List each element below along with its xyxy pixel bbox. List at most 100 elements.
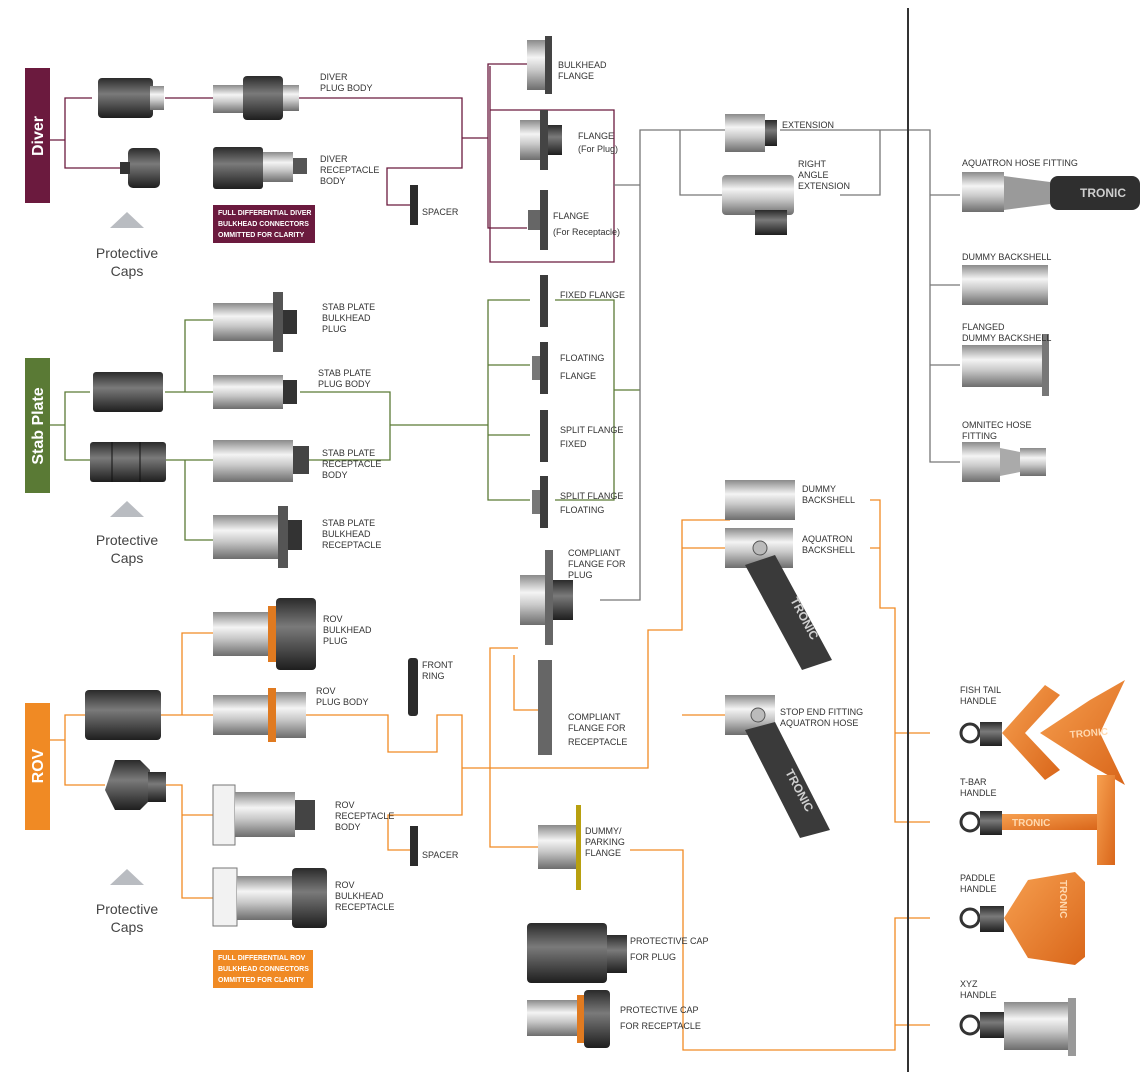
svg-text:Protective: Protective [96,532,158,548]
dummy-backshell-mid-part [725,480,795,520]
dummy-backshell-right-label: DUMMY BACKSHELL [962,252,1051,262]
spacer-label-rov: SPACER [422,850,459,860]
stab-connector-lines [50,300,640,540]
flange-plug-part [520,110,562,170]
front-ring-label: FRONTRING [422,660,453,681]
bulkhead-flange-part [527,36,552,94]
right-angle-extension-part [722,175,794,235]
stab-bulkhead-receptacle-part [213,506,302,568]
compliant-flange-receptacle-part [538,660,552,755]
dummy-parking-flange-part [538,805,581,890]
svg-text:Protective: Protective [96,901,158,917]
stab-plug-body-label: STAB PLATEPLUG BODY [318,368,371,389]
stab-bulkhead-plug-part [213,292,297,352]
diver-cap-receptacle [120,148,160,188]
protective-caps-stab: Protective Caps [96,501,158,566]
svg-text:FULL DIFFERENTIAL DIVER: FULL DIFFERENTIAL DIVER [218,210,311,217]
stab-plug-body-part [213,375,297,409]
triangle-icon [110,869,144,885]
aquatron-hose-fitting-part: TRONIC [962,172,1140,212]
rov-bulkhead-receptacle-part [213,868,327,928]
parts: TRONIC TRONIC TRONIC TRONIC [85,36,1140,1056]
rov-bulkhead-plug-part [213,598,316,670]
front-ring-part [408,658,418,716]
diver-section-label: Diver [30,116,47,156]
svg-text:Caps: Caps [111,919,144,935]
protective-caps-rov: Protective Caps [96,869,158,935]
flange-receptacle-label: FLANGE(For Receptacle) [553,211,620,237]
diver-plug-body [213,76,299,120]
fixed-flange-part [540,275,548,327]
svg-text:OMMITTED FOR CLARITY: OMMITTED FOR CLARITY [218,232,305,239]
svg-text:BULKHEAD CONNECTORS: BULKHEAD CONNECTORS [218,221,309,228]
svg-text:OMMITTED FOR CLARITY: OMMITTED FOR CLARITY [218,977,305,984]
split-flange-fixed-part [540,410,548,462]
extension-part [725,114,777,152]
svg-text:TRONIC: TRONIC [1012,818,1050,829]
triangle-icon [110,212,144,228]
xyz-handle-part [961,998,1076,1056]
dummy-backshell-right-part [962,265,1048,305]
svg-text:Protective: Protective [96,245,158,261]
flange-receptacle-part [528,190,548,250]
svg-text:TRONIC: TRONIC [1057,880,1068,918]
rov-plug-body-part [213,688,306,742]
protective-cap-plug-part [527,923,627,983]
stab-bulkhead-receptacle-label: STAB PLATEBULKHEADRECEPTACLE [322,518,381,550]
rov-note-box: FULL DIFFERENTIAL ROV BULKHEAD CONNECTOR… [213,950,313,988]
svg-text:Caps: Caps [111,550,144,566]
stab-cap-plug [93,372,163,412]
rov-spacer [410,826,418,866]
diver-cap-plug [98,78,164,118]
svg-text:Caps: Caps [111,263,144,279]
svg-text:FULL DIFFERENTIAL ROV: FULL DIFFERENTIAL ROV [218,955,306,962]
flanged-dummy-backshell-part [962,334,1049,396]
svg-text:BULKHEAD CONNECTORS: BULKHEAD CONNECTORS [218,966,309,973]
protective-caps-diver: Protective Caps [96,212,158,279]
diver-note-box: FULL DIFFERENTIAL DIVER BULKHEAD CONNECT… [213,205,315,243]
rov-section-label: ROV [30,748,47,783]
spacer-label-diver: SPACER [422,207,459,217]
floating-flange-part [532,342,548,394]
svg-text:TRONIC: TRONIC [1080,186,1126,200]
extension-label: EXTENSION [782,120,834,130]
compliant-flange-plug-part [520,550,573,645]
rov-cap-plug [85,690,161,740]
fixed-flange-label: FIXED FLANGE [560,290,625,300]
diver-receptacle-body [213,147,307,189]
rov-receptacle-body-part [213,785,315,845]
split-flange-floating-part [532,476,548,528]
omnitec-hose-fitting-part [962,442,1046,482]
rov-cap-receptacle [105,760,166,810]
stab-receptacle-body-part [213,440,309,482]
triangle-icon [110,501,144,517]
aquatron-hose-fitting-label: AQUATRON HOSE FITTING [962,158,1078,168]
stab-plate-section-label: Stab Plate [30,387,47,464]
protective-cap-receptacle-part [527,990,610,1048]
